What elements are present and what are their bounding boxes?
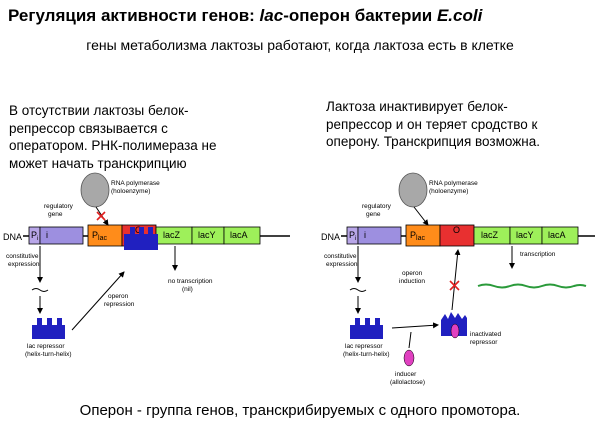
no-transcription-label: (nil) [182, 286, 193, 293]
inactivated-label: inactivated [470, 331, 501, 338]
operator-label: O [453, 225, 460, 235]
title-ecoli: E.coli [436, 6, 483, 25]
rna-polymerase [398, 172, 428, 208]
repressor-label: lac repressor [345, 343, 383, 350]
rna-polymerase-label: (holoenzyme) [111, 188, 150, 195]
repression-arrow [71, 271, 125, 331]
lac-repressor [32, 318, 65, 339]
dna-label: DNA [3, 232, 22, 242]
laca-label: lacA [230, 230, 248, 240]
left-diagram: DNA Pi i Plac O lacZ lacY lacA RNA polym… [3, 172, 290, 358]
right-description-line: Лактоза инактивирует белок- [326, 99, 508, 114]
left-description-line: В отсутствии лактозы белок- [9, 103, 189, 118]
transcription-label: transcription [520, 251, 556, 258]
lacy-label: lacY [198, 230, 216, 240]
lacy-label: lacY [516, 230, 534, 240]
operon-induction-label: operon [402, 270, 423, 277]
footer-definition: Оперон - группа генов, транскрибируемых … [79, 402, 521, 419]
inducer-arrow [408, 331, 412, 349]
inducer [403, 349, 415, 367]
rna-polymerase-label: RNA polymerase [111, 180, 160, 187]
subtitle: гены метаболизма лактозы работают, когда… [86, 37, 514, 53]
bound-inducer [450, 323, 460, 339]
title-prefix: Регуляция активности генов: [8, 6, 260, 25]
repressor-mrna [349, 288, 367, 292]
blocked-binding-arrow [451, 249, 461, 311]
left-description-line: оператором. РНК-полимераза не [9, 138, 217, 153]
lacz-label: lacZ [481, 230, 499, 240]
inactivated-label: repressor [470, 339, 498, 346]
laca-label: lacA [548, 230, 566, 240]
constitutive-label: expression [8, 261, 40, 268]
gene-i-box [39, 226, 84, 245]
lac-mrna [477, 283, 587, 289]
right-diagram: DNA Pi i Plac O lacZ lacY lacA RNA polym… [321, 172, 595, 386]
laca-box [541, 226, 579, 245]
blocked-cross [96, 211, 106, 221]
left-description: В отсутствии лактозы белок- репрессор св… [9, 102, 259, 172]
rna-polymerase [80, 172, 110, 208]
inducer-label: (allolactose) [390, 379, 425, 386]
promoter-i-label: Pi [349, 230, 356, 242]
regulatory-gene-label: regulatory [44, 203, 74, 210]
plac-label: Plac [410, 230, 425, 242]
blocked-cross [449, 280, 460, 291]
bound-repressor [124, 227, 158, 250]
promoter-i-label: Pi [31, 230, 38, 242]
regulatory-gene-label: regulatory [362, 203, 392, 210]
page-title: Регуляция активности генов: lac-оперон б… [8, 6, 482, 26]
plac-label: Plac [92, 230, 107, 242]
title-lac: lac [259, 6, 284, 25]
repressor-label: (helix-turn-helix) [343, 351, 390, 358]
inactivation-arrow [391, 322, 439, 329]
polymerase-arrow [413, 206, 429, 226]
gene-i-label: i [46, 230, 48, 240]
right-description-line: репрессор и он теряет сродство к [326, 116, 538, 132]
regulatory-gene-label: gene [366, 211, 381, 218]
rna-polymerase-label: (holoenzyme) [429, 188, 468, 195]
constitutive-label: constitutive [6, 253, 39, 260]
repressor-label: lac repressor [27, 343, 65, 350]
dna-label: DNA [321, 232, 340, 242]
constitutive-label: expression [326, 261, 358, 268]
gene-i-box [357, 226, 402, 245]
operon-repression-label: operon [108, 293, 129, 300]
left-description-line: репрессор связывается с [9, 120, 168, 136]
regulatory-gene-label: gene [48, 211, 63, 218]
laca-box [223, 226, 261, 245]
gene-i-label: i [364, 230, 366, 240]
operon-repression-label: repression [104, 301, 135, 308]
inducer-label: inducer [395, 371, 417, 378]
lacz-label: lacZ [163, 230, 181, 240]
right-description-line: оперону. Транскрипция возможна. [326, 134, 540, 149]
rna-polymerase-label: RNA polymerase [429, 180, 478, 187]
left-description-line: может начать транскрипцию [9, 155, 187, 171]
title-middle: -оперон бактерии [283, 6, 437, 25]
repressor-mrna [31, 288, 49, 292]
operator-label: O [135, 225, 142, 235]
no-transcription-label: no transcription [168, 278, 213, 285]
operon-induction-label: induction [399, 278, 425, 285]
repressor-label: (helix-turn-helix) [25, 351, 72, 358]
lac-repressor [350, 318, 383, 339]
constitutive-label: constitutive [324, 253, 357, 260]
right-description: Лактоза инактивирует белок- репрессор и … [326, 98, 596, 151]
